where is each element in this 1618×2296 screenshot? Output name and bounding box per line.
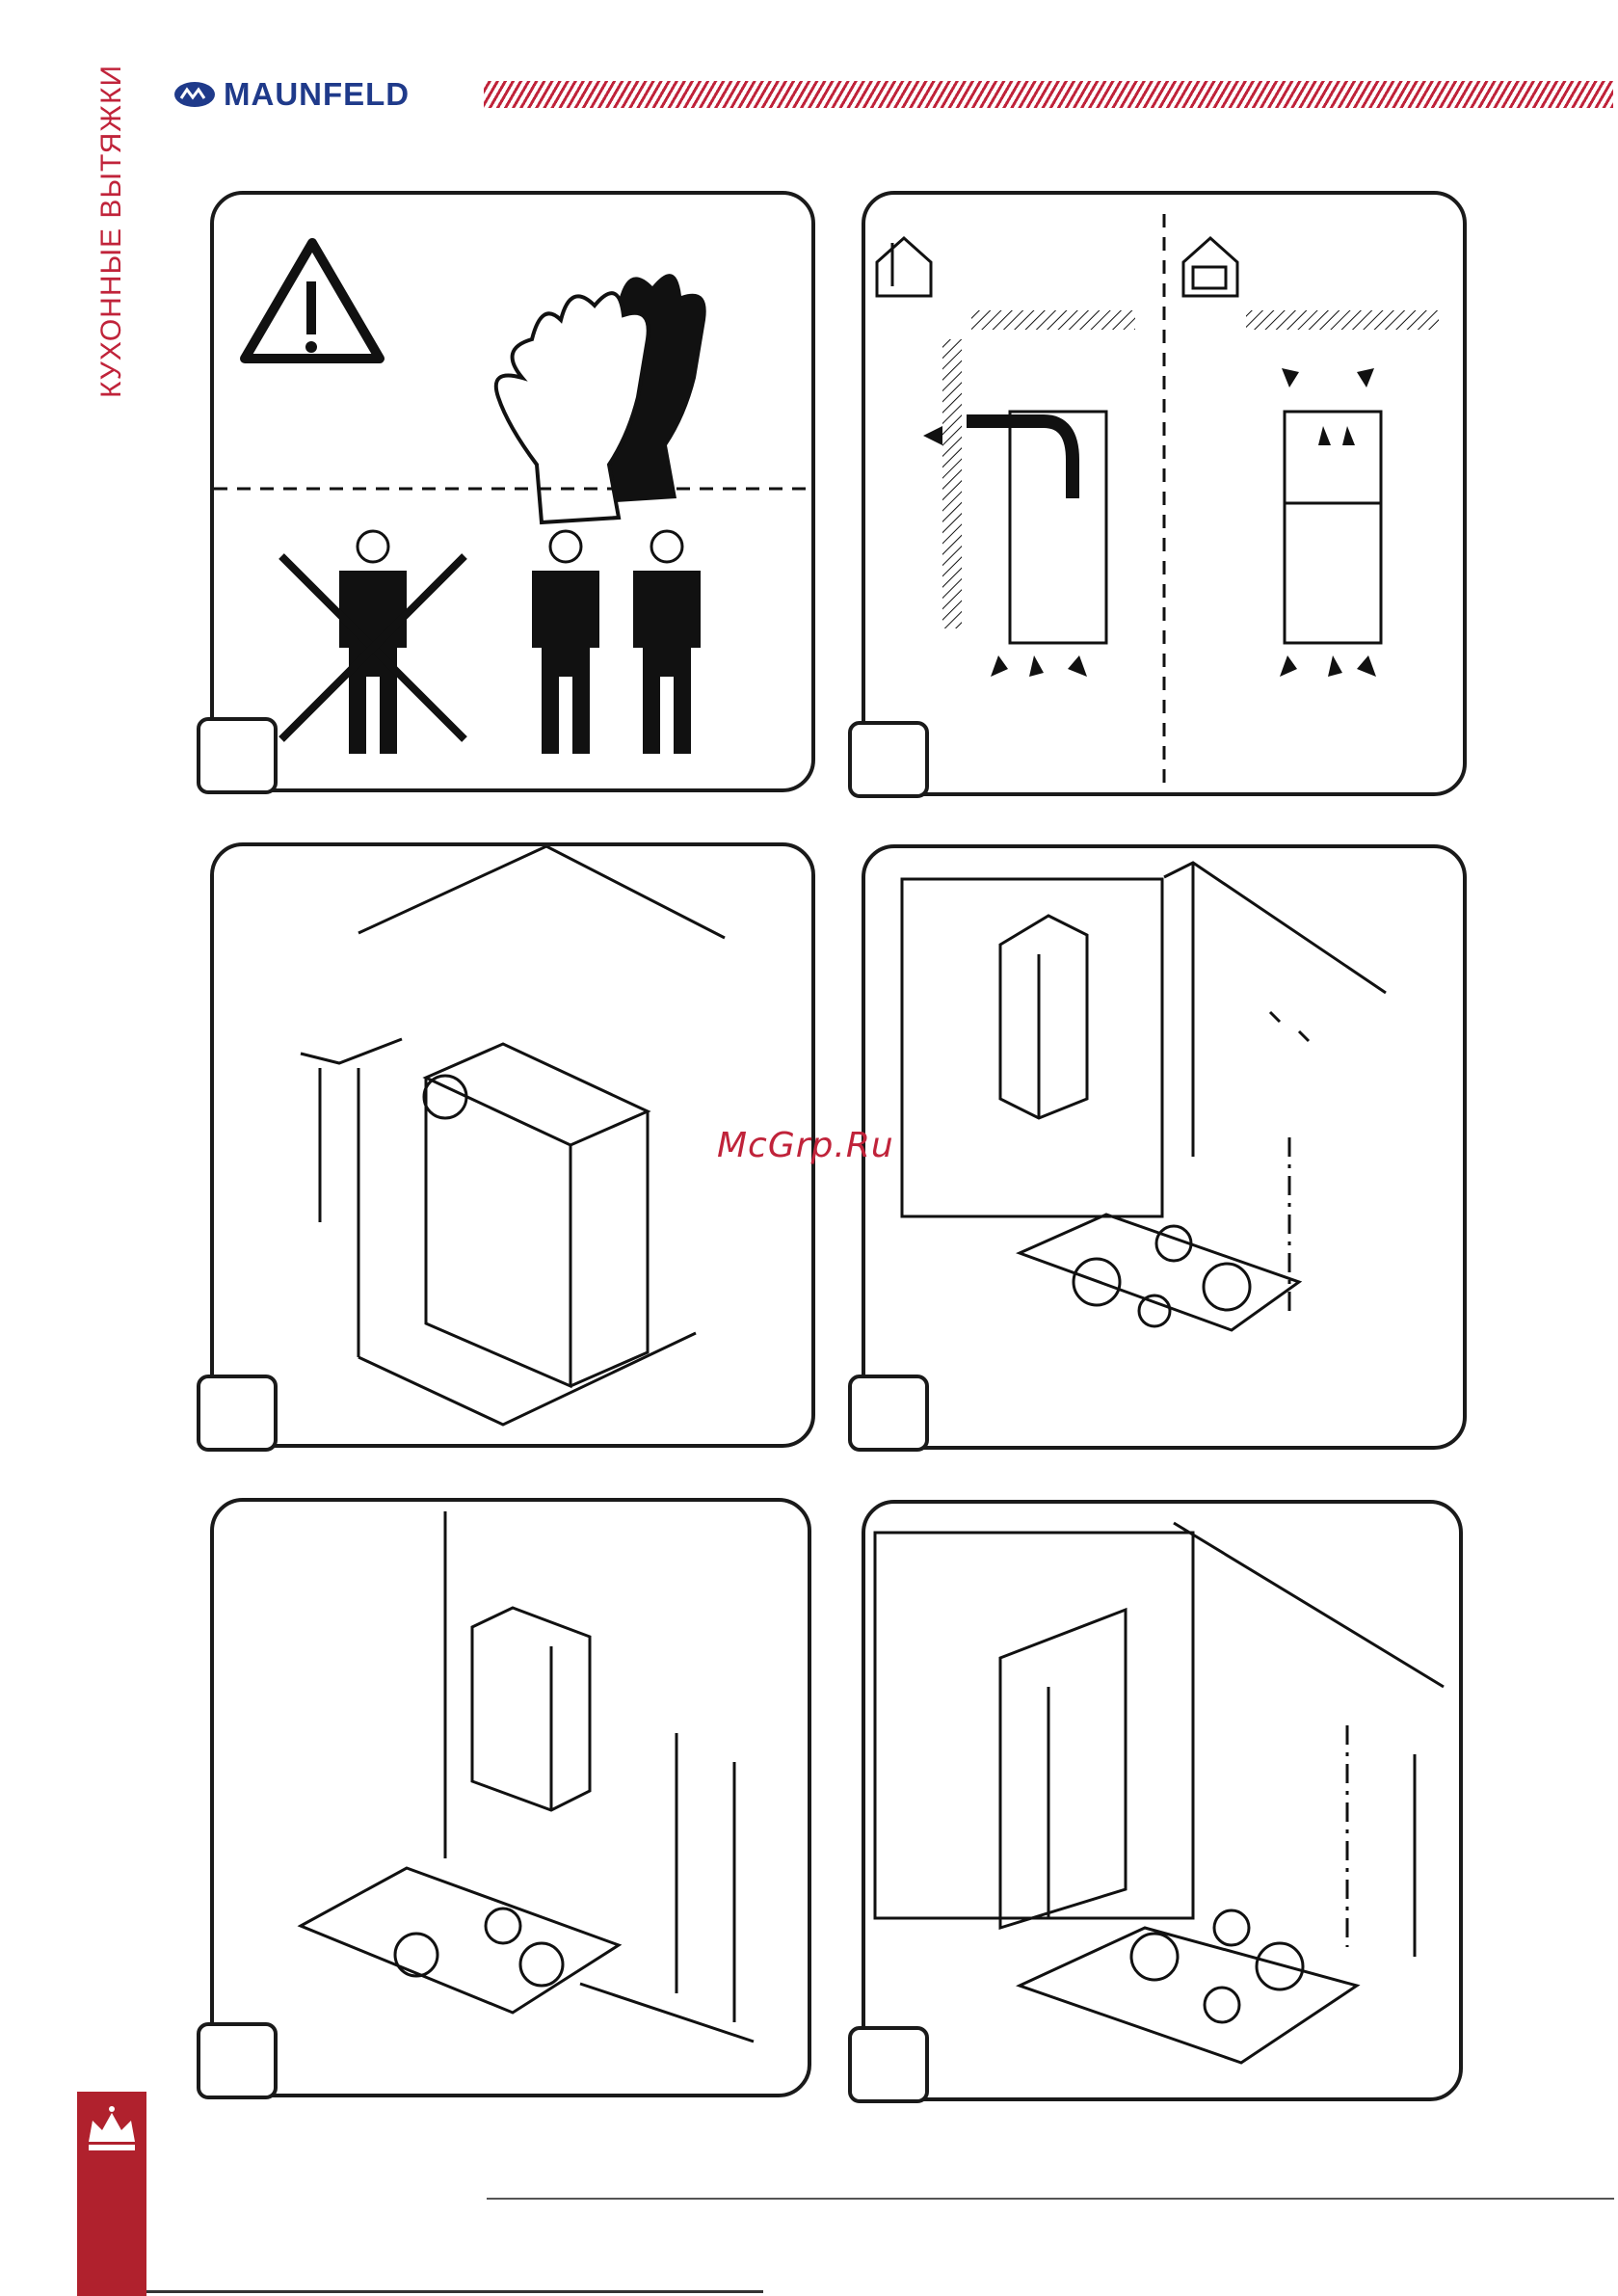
gloves-icon (496, 274, 706, 522)
footer-rule (487, 2198, 1614, 2200)
side-title-text: КУХОННЫЕ ВЫТЯЖКИ (95, 65, 128, 398)
single-worker-crossed (281, 531, 464, 754)
brand-name: MAUNFELD (224, 76, 410, 113)
step-number-box-6 (848, 2026, 929, 2103)
panel-mounting (862, 1500, 1463, 2101)
warning-triangle-icon (245, 243, 380, 359)
panel-height (210, 1498, 811, 2097)
header-hatch-bar (484, 81, 1613, 108)
brand-logo: MAUNFELD (173, 75, 410, 114)
maunfeld-mark-icon (173, 80, 216, 109)
step-number-box-5 (197, 2022, 278, 2099)
step-number-box-1 (197, 717, 278, 794)
watermark-text: McGrp.Ru (717, 1126, 894, 1165)
side-section-title: КУХОННЫЕ ВЫТЯЖКИ (93, 77, 131, 386)
panel-marking (862, 844, 1467, 1450)
crown-brand-block (77, 2092, 146, 2296)
panel-modes (862, 191, 1467, 796)
step-number-box-2 (848, 721, 929, 798)
two-workers (532, 531, 701, 754)
footer-rule-bottom (146, 2290, 763, 2293)
crown-logo-icon (77, 2092, 146, 2169)
step-number-box-4 (848, 1375, 929, 1452)
house-recirculation-icon (1183, 238, 1237, 296)
panel-safety (210, 191, 815, 792)
house-exhaust-icon (877, 238, 931, 296)
step-number-box-3 (197, 1375, 278, 1452)
